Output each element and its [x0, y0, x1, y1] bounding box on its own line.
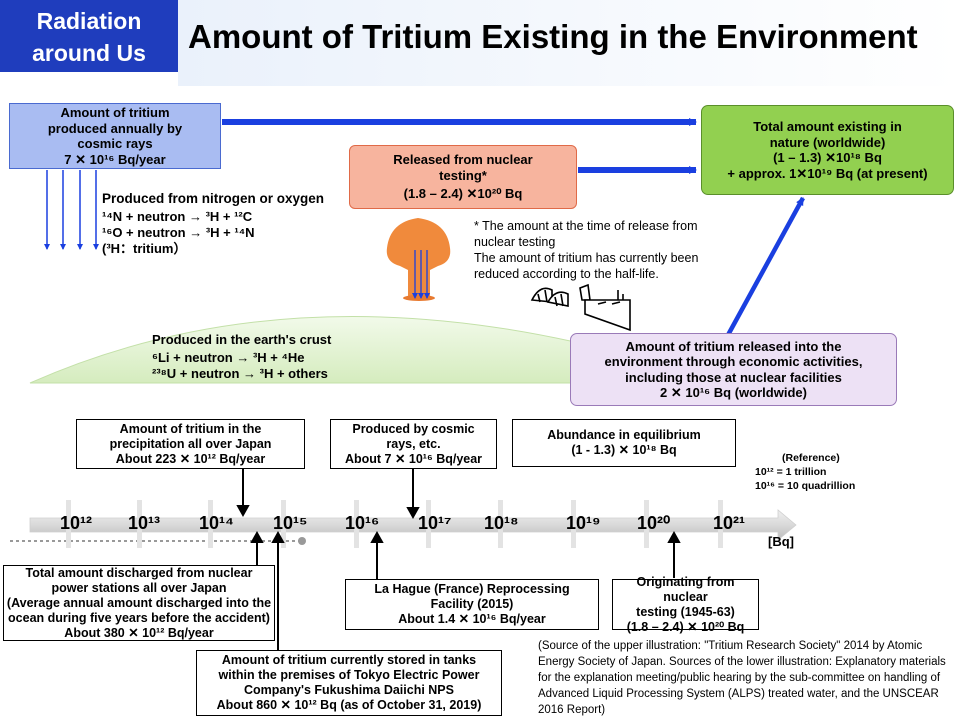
tick-label: 10²⁰ — [637, 513, 671, 533]
section-tag-line2: around Us — [32, 40, 146, 66]
callout-line: About 380 ✕ 10¹² Bq/year — [64, 625, 214, 640]
earth-crust-text: Produced in the earth's crust ⁶Li + neut… — [152, 332, 331, 382]
callout-line: About 1.4 ✕ 10¹⁶ Bq/year — [398, 612, 546, 626]
cosmic-box-value: 7 ✕ 10¹⁶ Bq/year — [64, 151, 166, 167]
nitrogen-text-line: Produced from nitrogen or oxygen — [102, 191, 325, 206]
testing-note-line: * The amount at the time of release from — [474, 219, 698, 233]
callout-line: La Hague (France) Reprocessing — [374, 582, 570, 596]
callout-line: Total amount discharged from nuclear — [25, 565, 253, 580]
tick-label: 10¹⁷ — [418, 513, 452, 533]
nitrogen-text-line: ¹⁶O + neutron → ³H + ¹⁴N — [102, 225, 255, 240]
section-tag: Radiation around Us — [0, 0, 178, 72]
nitrogen-text-line: ¹⁴N + neutron → ³H + ¹²C — [102, 209, 253, 224]
callout-line: Company's Fukushima Daiichi NPS — [244, 683, 454, 697]
crust-text-line: ⁶Li + neutron → ³H + ⁴He — [152, 350, 305, 365]
callout-line: within the premises of Tokyo Electric Po… — [218, 668, 480, 682]
tick-label: 10¹⁴ — [199, 513, 234, 533]
reference-line: 10¹⁶ = 10 quadrillion — [755, 480, 856, 492]
cosmic-box-line: produced annually by — [47, 120, 183, 136]
cosmic-rays-callout: Produced by cosmic rays, etc. About 7 ✕ … — [330, 419, 497, 469]
callout-line: testing (1945-63) — [636, 604, 735, 619]
callout-line: Amount of tritium currently stored in ta… — [221, 653, 477, 667]
callout-line: Produced by cosmic — [352, 421, 475, 436]
cosmic-ray-production-box: Amount of tritium produced annually by c… — [9, 103, 221, 169]
tick-label: 10²¹ — [713, 513, 746, 533]
economic-to-nature-arrow — [726, 196, 805, 337]
tick-label: 10¹³ — [128, 513, 161, 533]
nuclear-box-line: testing* — [439, 167, 487, 183]
cosmic-box-line: Amount of tritium — [60, 105, 170, 120]
nature-box-value: + approx. 1✕10¹⁹ Bq (at present) — [727, 165, 928, 181]
nuclear-testing-callout: Originating from nuclear testing (1945-6… — [612, 575, 759, 634]
callout-line: precipitation all over Japan — [109, 436, 272, 451]
tick-label: 10¹² — [60, 513, 93, 533]
tick-label: 10¹⁹ — [566, 513, 601, 533]
crust-text-line: Produced in the earth's crust — [152, 332, 332, 347]
economic-box-line: Amount of tritium released into the — [625, 338, 842, 354]
tick-label: 10¹⁵ — [273, 513, 308, 533]
nuclear-testing-box: Released from nuclear testing* (1.8 – 2.… — [349, 145, 577, 209]
callout-line: (Average annual amount discharged into t… — [6, 595, 272, 610]
log-scale-bar — [10, 500, 797, 548]
economic-box-value: 2 ✕ 10¹⁶ Bq (worldwide) — [660, 385, 807, 400]
fukushima-tank-callout: Amount of tritium currently stored in ta… — [196, 650, 502, 716]
callout-line: power stations all over Japan — [51, 580, 227, 595]
nuclear-box-value: (1.8 – 2.4) ✕10²⁰ Bq — [403, 186, 523, 202]
testing-note: * The amount at the time of release from… — [474, 218, 698, 282]
reference-line: 10¹² = 1 trillion — [755, 466, 827, 478]
testing-note-line: nuclear testing — [474, 235, 556, 249]
nature-total-box: Total amount existing in nature (worldwi… — [701, 105, 954, 195]
nature-box-line: Total amount existing in — [753, 119, 902, 134]
crust-text-line: ²³⁸U + neutron → ³H + others — [152, 366, 328, 381]
tick-label: 10¹⁸ — [484, 513, 519, 533]
nature-box-line: nature (worldwide) — [769, 134, 886, 150]
callout-line: rays, etc. — [386, 436, 441, 451]
economic-box-line: including those at nuclear facilities — [625, 369, 842, 385]
nitrogen-text-line: (³H：tritium） — [102, 241, 187, 256]
nuclear-box-line: Released from nuclear — [393, 152, 533, 168]
callout-line: Amount of tritium in the — [119, 421, 262, 436]
callout-line: ocean during five years before the accid… — [8, 610, 270, 625]
cosmic-box-line: cosmic rays — [77, 136, 153, 151]
testing-note-line: reduced according to the half-life. — [474, 267, 659, 281]
page-title: Amount of Tritium Existing in the Enviro… — [188, 18, 918, 55]
economic-activities-box: Amount of tritium released into the envi… — [570, 333, 897, 406]
tick-label: 10¹⁶ — [345, 513, 380, 533]
callout-line: About 860 ✕ 10¹² Bq (as of October 31, 2… — [216, 698, 482, 712]
callout-line: About 7 ✕ 10¹⁶ Bq/year — [344, 451, 483, 466]
factory-icon — [530, 283, 631, 332]
callout-line: Facility (2015) — [430, 597, 514, 611]
nature-box-value: (1 – 1.3) ✕10¹⁸ Bq — [773, 150, 882, 165]
economic-box-line: environment through economic activities, — [604, 354, 863, 369]
testing-note-line: The amount of tritium has currently been — [474, 251, 699, 265]
source-note: (Source of the upper illustration: "Trit… — [538, 640, 946, 716]
nuclear-discharge-callout: Total amount discharged from nuclear pow… — [3, 565, 275, 641]
equilibrium-callout: Abundance in equilibrium (1 - 1.3) ✕ 10¹… — [512, 419, 736, 467]
reference-heading: (Reference) — [782, 452, 840, 464]
callout-line: About 223 ✕ 10¹² Bq/year — [115, 451, 266, 466]
precipitation-callout: Amount of tritium in the precipitation a… — [76, 419, 305, 469]
callout-line: (1 - 1.3) ✕ 10¹⁸ Bq — [571, 443, 677, 457]
la-hague-callout: La Hague (France) Reprocessing Facility … — [345, 579, 599, 630]
callout-line: (1.8 – 2.4) ✕ 10²⁰ Bq — [626, 619, 745, 634]
nitrogen-oxygen-text: Produced from nitrogen or oxygen ¹⁴N + n… — [102, 191, 324, 257]
section-tag-line1: Radiation — [36, 8, 142, 34]
mushroom-cloud-icon — [386, 218, 451, 301]
callout-line: Originating from nuclear — [636, 574, 735, 604]
scale-unit: [Bq] — [768, 534, 794, 549]
header-bar — [178, 0, 960, 86]
callout-line: Abundance in equilibrium — [547, 428, 701, 442]
